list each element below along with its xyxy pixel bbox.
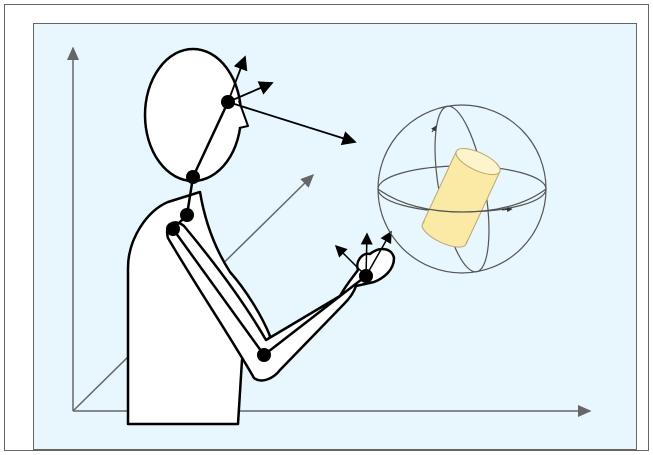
wrist-joint	[359, 269, 373, 283]
arm	[165, 221, 396, 382]
neck-joint	[186, 170, 200, 184]
head	[143, 47, 243, 183]
rotation-arrows	[431, 125, 513, 212]
head-joint	[221, 95, 235, 109]
elbow-joint	[257, 348, 271, 362]
joints	[166, 95, 373, 362]
scene-background	[33, 23, 637, 450]
sphere-front-ring	[377, 188, 547, 213]
cylinder-object	[421, 148, 501, 248]
head-orientation-arrows	[227, 55, 357, 146]
shoulder-joint	[180, 208, 194, 222]
nose	[238, 100, 249, 129]
shoulder-left-joint	[166, 222, 180, 236]
hand-orientation-arrows	[334, 230, 392, 277]
torso	[126, 190, 272, 426]
